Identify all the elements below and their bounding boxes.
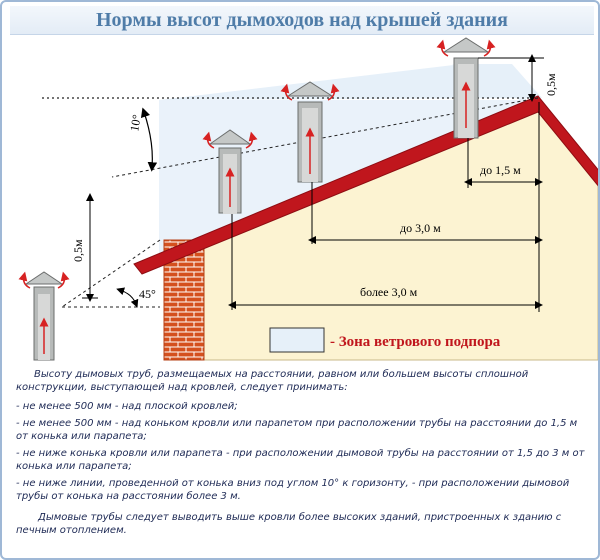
half-meter-right-label: 0,5м: [544, 73, 558, 96]
norms-item-2: - не менее 500 мм - над коньком кровли и…: [16, 418, 578, 442]
norms-text: Высоту дымовых труб, размещаемых на расс…: [16, 368, 590, 541]
legend-swatch: [269, 327, 325, 353]
chimney-middle-left: [202, 129, 258, 214]
forty-five-degree-arc: [116, 287, 139, 308]
chimney-middle-right: [280, 81, 340, 183]
page-title: Нормы высот дымоходов над крышей здания: [10, 6, 594, 35]
chimney-left: [18, 271, 70, 361]
ten-degree-arc: [140, 107, 158, 172]
roof: [133, 95, 598, 275]
norms-item-3: - не ниже конька кровли или парапета - п…: [16, 448, 585, 472]
norms-item-4: - не ниже линии, проведенной от конька в…: [16, 478, 570, 502]
chimney-height-diagram: 10° 0,5м 45° 0,5м до 1,5 м до 3,0 м боле…: [18, 37, 598, 361]
dim-more-3m-label: более 3,0 м: [360, 285, 418, 299]
forty-five-degree-line: [61, 239, 161, 308]
norms-item-1: - не менее 500 мм - над плоской кровлей;: [16, 401, 238, 412]
legend-label: - Зона ветрового подпора: [330, 334, 501, 350]
half-meter-left-label: 0,5м: [71, 239, 85, 262]
norms-note: Дымовые трубы следует выводить выше кров…: [16, 512, 562, 536]
forty-five-degree-label: 45°: [139, 287, 156, 301]
dim-up-to-3m-label: до 3,0 м: [400, 221, 441, 235]
chimney-right: [436, 37, 496, 139]
wind-zone-upper: [159, 64, 542, 100]
ten-degree-label: 10°: [127, 113, 144, 132]
norms-intro: Высоту дымовых труб, размещаемых на расс…: [16, 369, 529, 393]
dim-up-to-1-5m-label: до 1,5 м: [480, 163, 521, 177]
